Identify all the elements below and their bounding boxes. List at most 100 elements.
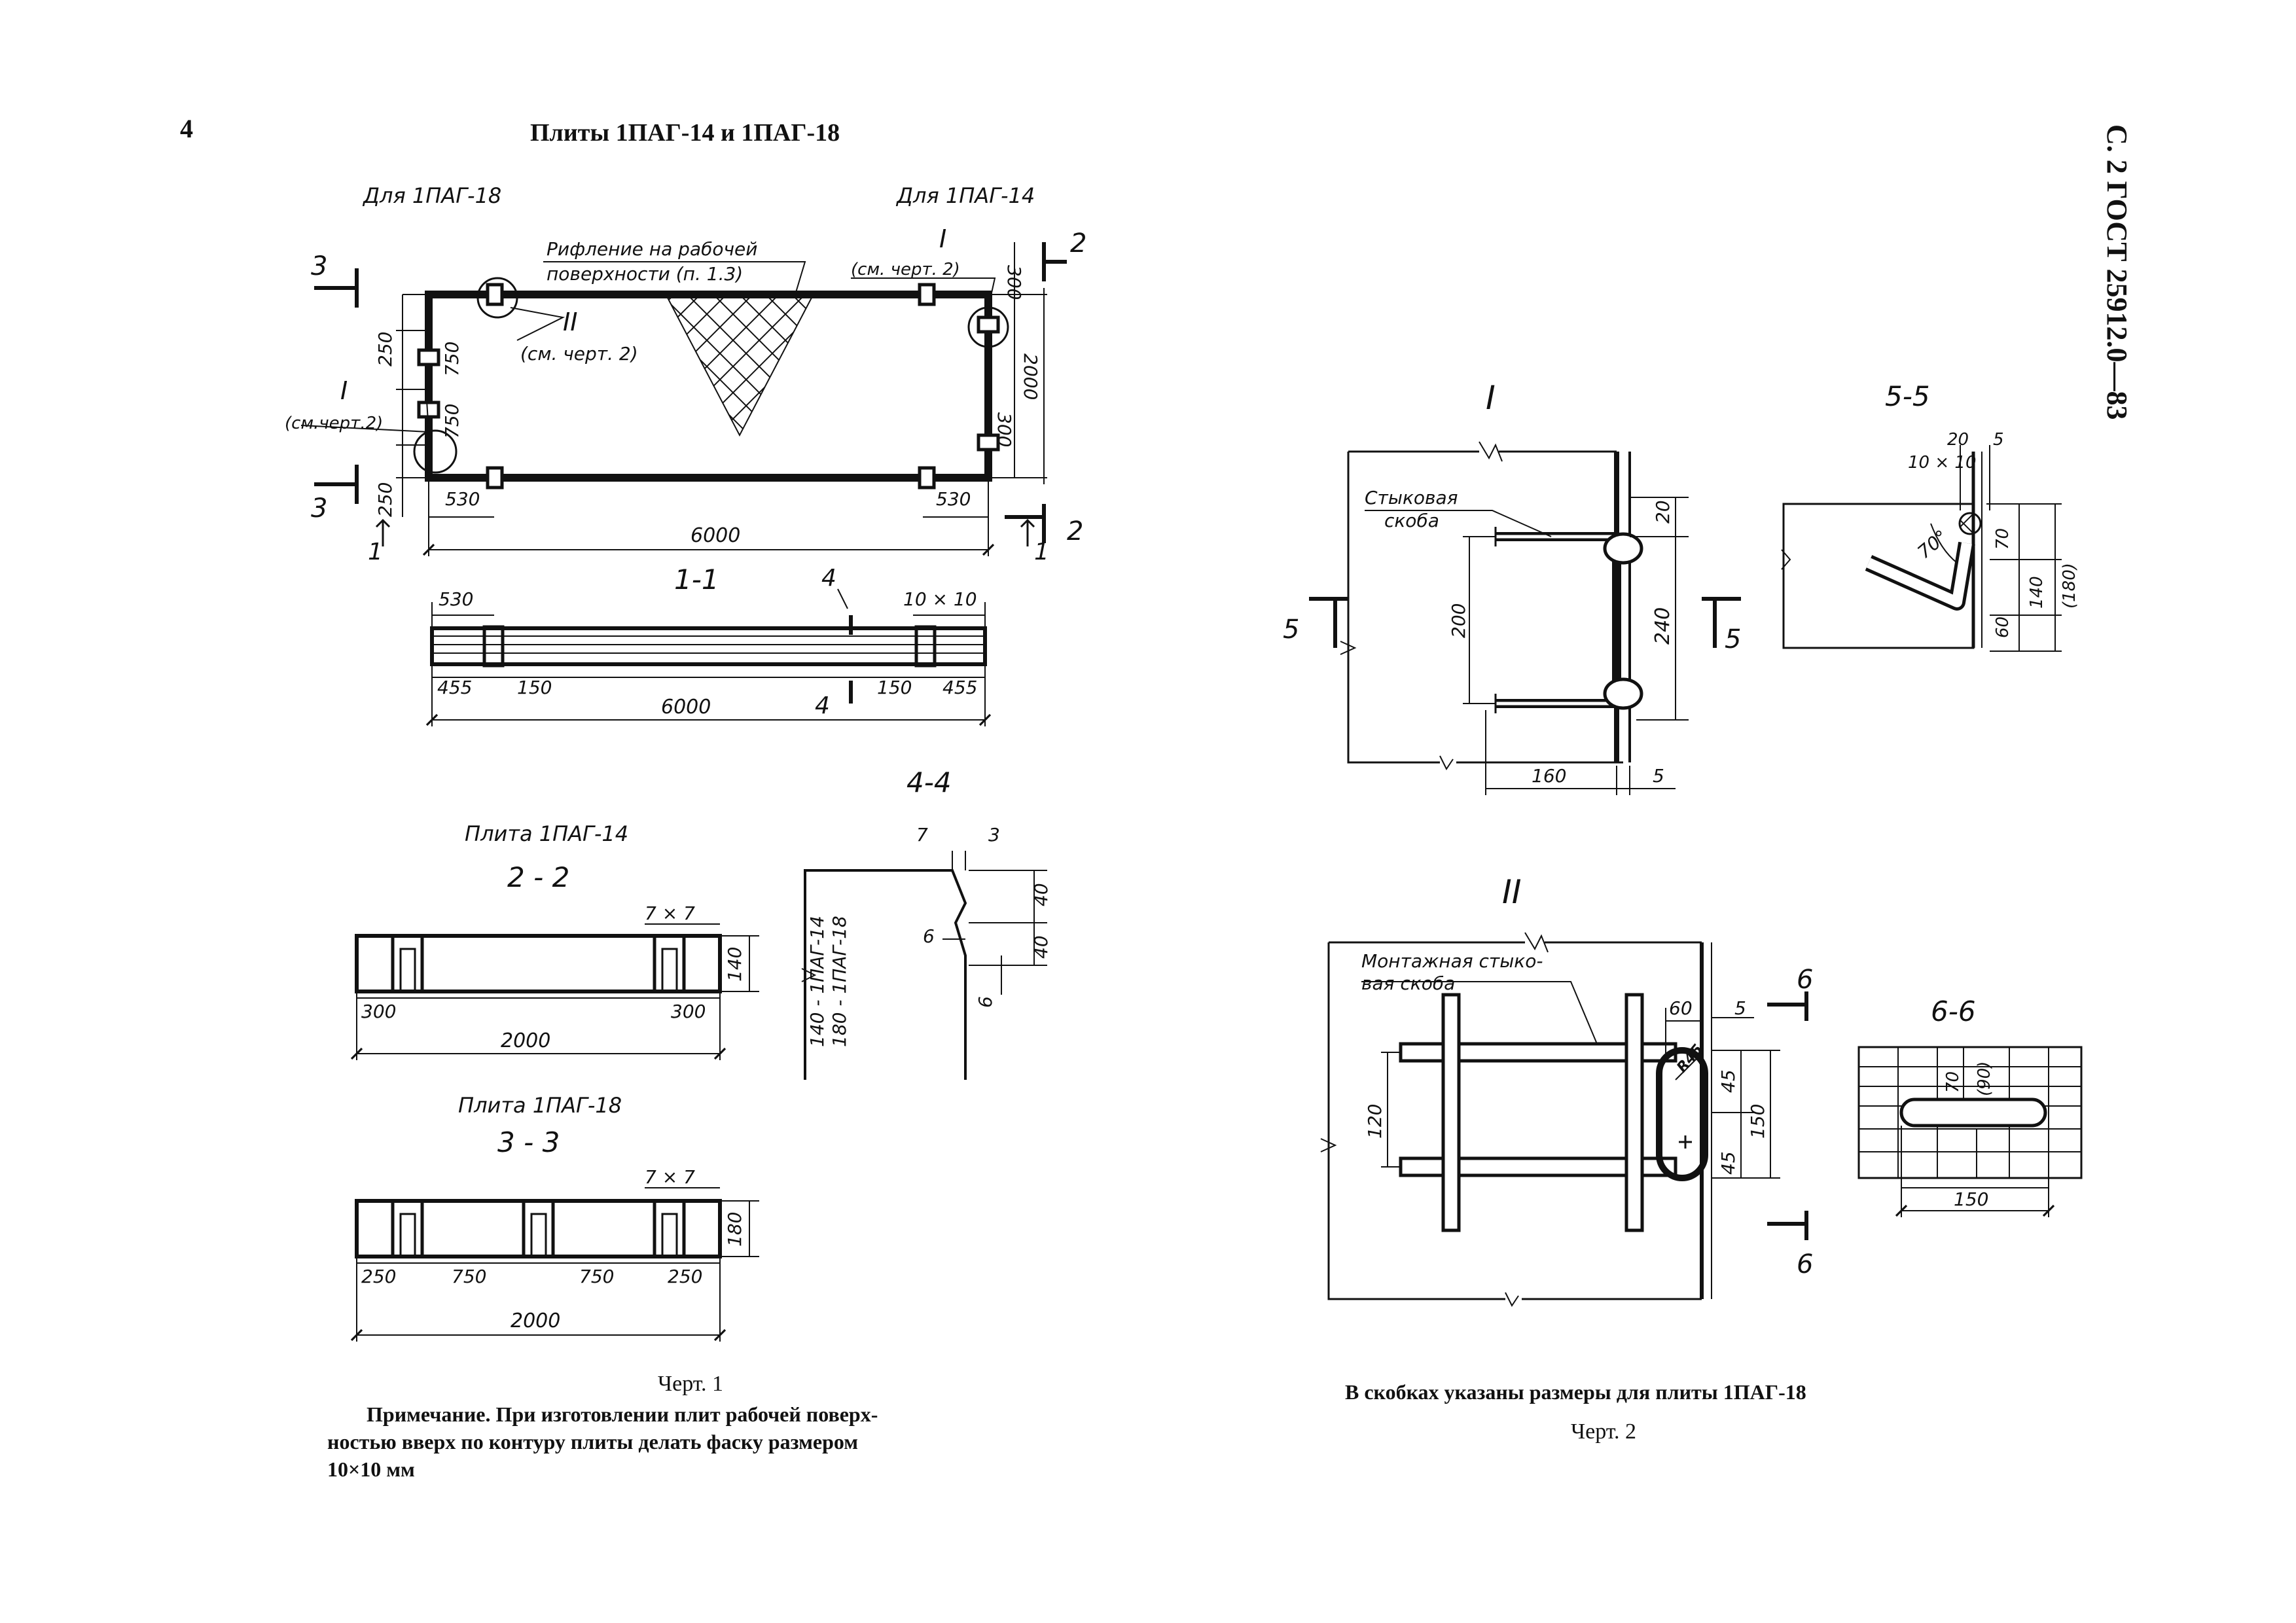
s11-dim-455-left: 455 [437, 677, 472, 698]
page-number: 4 [180, 114, 193, 143]
detail-II-dim-5: 5 [1734, 997, 1746, 1019]
view-I-right-label: I [939, 224, 946, 253]
s55-dim-20: 20 [1947, 430, 1969, 450]
detail-I-label-2: скоба [1384, 510, 1439, 531]
section-5-right-label: 5 [1725, 624, 1741, 654]
caption-2-note: В скобках указаны размеры для плиты 1ПАГ… [1345, 1380, 1806, 1404]
dim-300-top: 300 [1003, 265, 1025, 300]
dim-300-bottom: 300 [994, 412, 1015, 447]
section-1-1 [425, 588, 992, 726]
view-I-left-label: I [340, 376, 348, 405]
detail-I-dim-160: 160 [1532, 765, 1566, 787]
section-5-5 [1781, 445, 2062, 652]
dim-530-left: 530 [445, 488, 480, 510]
caption-1-note-line3: 10×10 мм [327, 1457, 415, 1481]
s22-dim-140: 140 [724, 947, 745, 982]
s66-dim-150: 150 [1954, 1188, 1988, 1210]
detail-II-dim-120: 120 [1364, 1104, 1386, 1139]
corrugation-note-2: поверхности (п. 1.3) [547, 263, 743, 285]
section-5-left-label: 5 [1283, 615, 1299, 645]
s55-dim-10x10: 10 × 10 [1908, 453, 1976, 473]
s11-dim-150-right: 150 [877, 677, 912, 698]
s44-dim-40-bottom: 40 [1030, 935, 1052, 959]
plan-view [300, 242, 1067, 556]
s33-dim-750-b: 750 [579, 1266, 614, 1287]
s44-dim-7: 7 [916, 824, 928, 846]
s55-dim-70: 70 [1993, 528, 2013, 550]
s11-dim-10x10: 10 × 10 [903, 588, 977, 610]
section-6-6 [1857, 1046, 2083, 1217]
detail-II-dim-60: 60 [1669, 997, 1693, 1019]
dim-250-top: 250 [374, 332, 396, 366]
s55-dim-60: 60 [1993, 616, 2013, 638]
detail-circle-I-left [413, 429, 457, 474]
section-6-bottom-label: 6 [1797, 1249, 1813, 1279]
section-4-4-title: 4-4 [906, 766, 952, 798]
s22-dim-7x7: 7 × 7 [645, 902, 695, 924]
section-1-1-title: 1-1 [674, 563, 719, 596]
s33-dim-180: 180 [724, 1212, 745, 1247]
caption-1-note-line1: Примечание. При изготовлении плит рабоче… [367, 1402, 878, 1426]
dim-750-b: 750 [441, 404, 463, 438]
section-4-top-label: 4 [821, 565, 836, 592]
s22-dim-300-left: 300 [361, 1001, 396, 1022]
caption-2-title: Черт. 2 [1571, 1419, 1636, 1444]
detail-circle-II [476, 277, 518, 319]
section-2-2 [350, 923, 759, 1060]
section-3-bottom-label: 3 [311, 493, 327, 524]
s55-dim-180: (180) [2060, 563, 2079, 609]
s11-dim-6000: 6000 [661, 696, 711, 719]
see-ch2-right: (см. черт. 2) [851, 260, 960, 279]
section-6-6-title: 6-6 [1931, 995, 1976, 1027]
s33-dim-250-right: 250 [668, 1266, 702, 1287]
s11-dim-530: 530 [439, 588, 473, 610]
page-title: Плиты 1ПАГ-14 и 1ПАГ-18 [530, 119, 840, 147]
section-3-3-title: 3 - 3 [497, 1126, 560, 1158]
detail-II-dim-150: 150 [1747, 1104, 1768, 1139]
s22-plate-label: Плита 1ПАГ-14 [465, 821, 628, 846]
see-ch2-mid: (см. черт. 2) [520, 343, 638, 365]
section-2-2-title: 2 - 2 [507, 861, 569, 893]
label-for-18: Для 1ПАГ-18 [362, 183, 501, 208]
gost-vertical-label: С. 2 ГОСТ 25912.0—83 [2101, 124, 2133, 420]
see-ch2-left: (см.черт.2) [285, 414, 383, 433]
s44-thickness-2: 180 - 1ПАГ-18 [829, 916, 850, 1047]
s55-dim-140: 140 [2027, 576, 2047, 609]
detail-I-title: I [1486, 379, 1496, 417]
section-1-right-label: 1 [1034, 539, 1049, 565]
section-5-5-title: 5-5 [1885, 380, 1930, 412]
dim-2000-vertical: 2000 [1020, 353, 1041, 400]
s33-dim-7x7: 7 × 7 [645, 1166, 695, 1188]
section-3-3 [350, 1187, 759, 1342]
corrugation-note-1: Рифление на рабочей [547, 238, 757, 260]
detail-I-dim-20: 20 [1652, 500, 1674, 524]
s55-dim-5: 5 [1993, 430, 2004, 450]
view-II-label: II [563, 308, 577, 336]
section-4-bottom-label: 4 [815, 692, 830, 719]
s44-dim-3: 3 [988, 824, 1000, 846]
detail-II-label-2: вая скоба [1361, 972, 1455, 994]
section-3-top-label: 3 [311, 251, 327, 281]
detail-I-dim-240: 240 [1651, 607, 1674, 645]
label-for-14: Для 1ПАГ-14 [895, 183, 1035, 208]
detail-II-dim-45-top: 45 [1717, 1069, 1739, 1093]
dim-750-a: 750 [441, 342, 463, 376]
dim-6000-plan: 6000 [691, 524, 740, 547]
s44-thickness-1: 140 - 1ПАГ-14 [806, 916, 828, 1047]
s33-plate-label: Плита 1ПАГ-18 [458, 1093, 622, 1118]
detail-I-label-1: Стыковая [1365, 487, 1458, 508]
section-4-4 [801, 851, 1047, 1080]
detail-I [1309, 441, 1741, 795]
s44-dim-6-right: 6 [975, 996, 996, 1008]
caption-1-title: Черт. 1 [658, 1372, 723, 1396]
caption-1-note-line2: ностью вверх по контуру плиты делать фас… [327, 1430, 858, 1454]
section-2-top-label: 2 [1070, 228, 1086, 259]
detail-II-label-1: Монтажная стыко- [1361, 950, 1543, 972]
s11-dim-150-left: 150 [517, 677, 552, 698]
dim-250-bottom: 250 [374, 482, 396, 517]
s22-dim-300-right: 300 [671, 1001, 706, 1022]
s11-dim-455-right: 455 [942, 677, 977, 698]
s55-angle-70: 70° [1913, 526, 1952, 563]
